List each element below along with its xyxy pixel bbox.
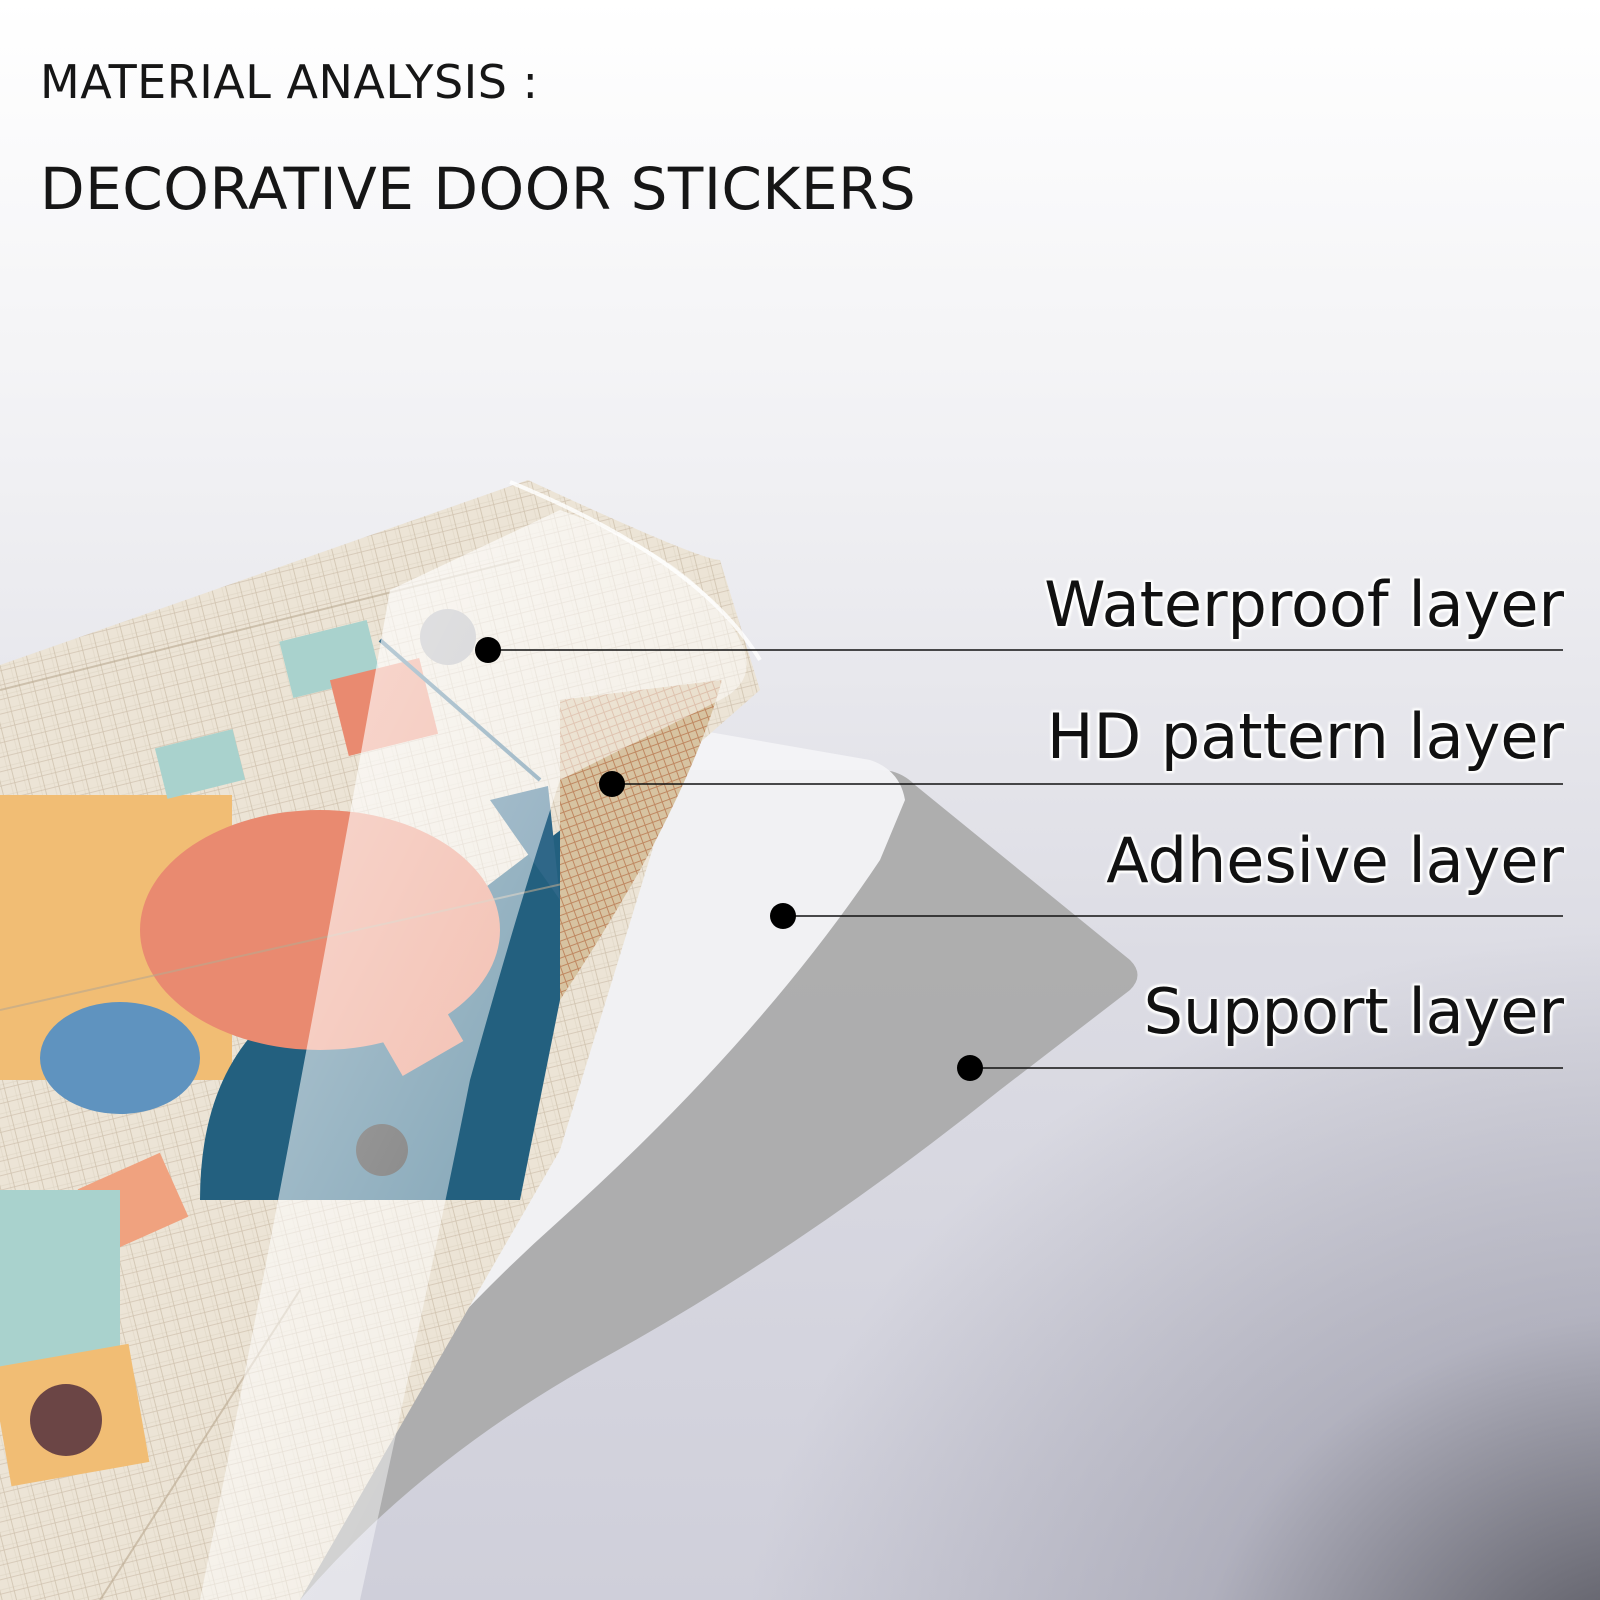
leader-support xyxy=(957,1055,1563,1081)
label-adhesive-layer: Adhesive layer xyxy=(1106,824,1564,897)
title-line-1: MATERIAL ANALYSIS : xyxy=(40,55,539,109)
marker-dot-hd-pattern xyxy=(599,771,625,797)
marker-dot-waterproof xyxy=(475,637,501,663)
leader-hd-pattern xyxy=(599,771,1563,797)
waterproof-layer-sheet xyxy=(200,510,747,1600)
waterproof-top-edge xyxy=(509,480,762,662)
marker-dot-adhesive xyxy=(770,903,796,929)
label-waterproof-layer: Waterproof layer xyxy=(1044,568,1564,641)
marker-dot-support xyxy=(957,1055,983,1081)
label-hd-pattern-layer: HD pattern layer xyxy=(1046,700,1564,773)
leader-adhesive xyxy=(770,903,1563,929)
title-line-2: DECORATIVE DOOR STICKERS xyxy=(40,155,917,223)
pattern-curl xyxy=(560,680,722,1000)
label-support-layer: Support layer xyxy=(1143,975,1564,1048)
leader-waterproof xyxy=(475,637,1563,663)
